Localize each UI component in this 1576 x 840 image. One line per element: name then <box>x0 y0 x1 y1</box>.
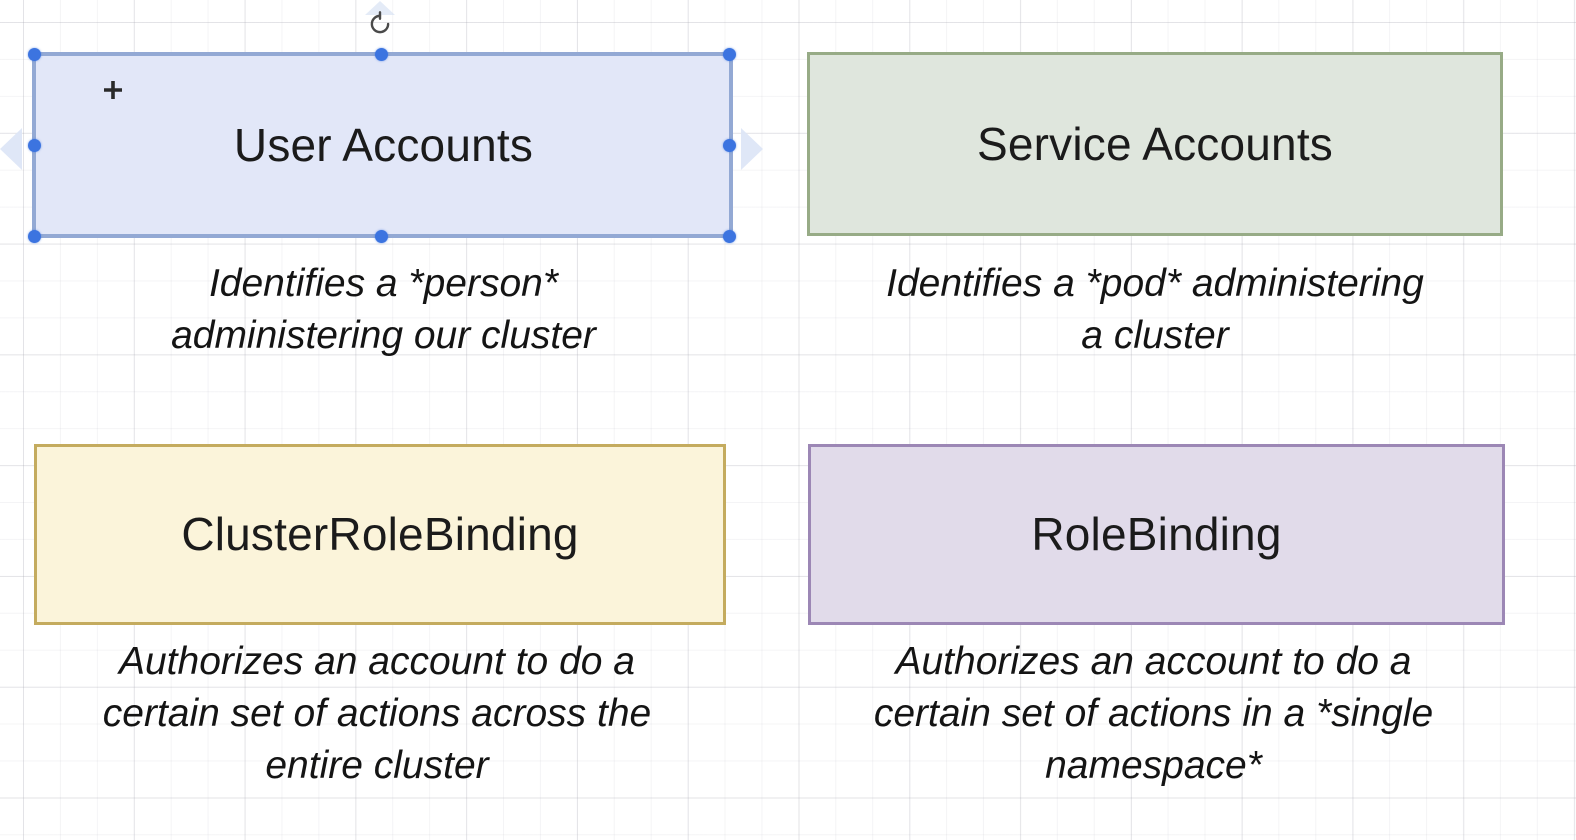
shape-label-clusterrolebinding: ClusterRoleBinding <box>181 508 579 561</box>
shape-label-rolebinding: RoleBinding <box>1031 508 1282 561</box>
shape-service-accounts[interactable]: Service Accounts <box>807 52 1503 236</box>
plus-crosshair-cursor-icon <box>104 81 122 99</box>
caption-rolebinding[interactable]: Authorizes an account to do a certain se… <box>873 640 1434 787</box>
caption-service-accounts[interactable]: Identifies a *pod* administering a clust… <box>886 262 1424 357</box>
rotate-icon[interactable] <box>367 11 393 37</box>
shape-clusterrolebinding[interactable]: ClusterRoleBinding <box>34 444 726 625</box>
shape-label-user-accounts: User Accounts <box>233 118 534 171</box>
shape-label-service-accounts: Service Accounts <box>976 117 1334 170</box>
caption-user-accounts[interactable]: Identifies a *person* administering our … <box>171 262 596 357</box>
caption-clusterrolebinding[interactable]: Authorizes an account to do a certain se… <box>102 640 652 787</box>
shape-user-accounts[interactable]: User Accounts <box>34 54 733 236</box>
direction-arrow-right-icon[interactable] <box>741 128 763 170</box>
direction-arrow-left-icon[interactable] <box>0 128 22 170</box>
shape-rolebinding[interactable]: RoleBinding <box>808 444 1505 625</box>
rotate-hint-arrow-icon <box>365 1 395 15</box>
